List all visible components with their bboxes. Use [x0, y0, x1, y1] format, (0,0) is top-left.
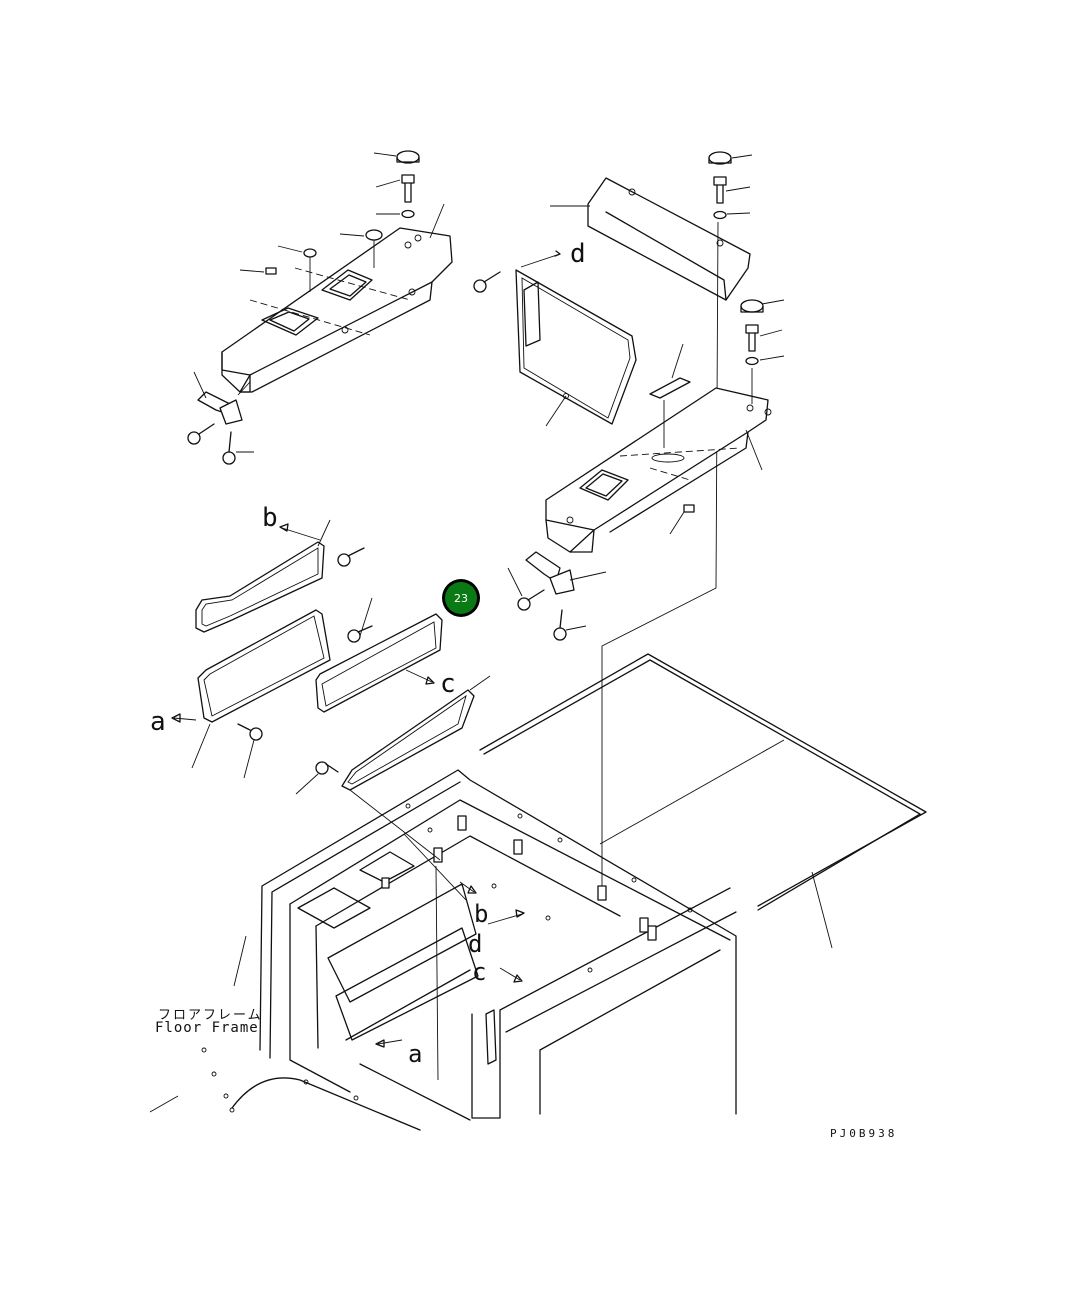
cover-b [195, 519, 365, 633]
callout-23-badge [445, 582, 477, 614]
ref-letter-a: a [150, 707, 166, 737]
ref-letter-d: d [570, 239, 586, 269]
callout-23-number: 23 [454, 592, 468, 605]
ref-letter-b-frame: b [474, 900, 488, 928]
cover-a [191, 609, 331, 779]
drawing-code: PJ0B938 [830, 1127, 898, 1140]
ref-letter-c: c [440, 669, 456, 699]
left-console-cover [187, 150, 453, 465]
ref-letter-d-frame: d [468, 930, 482, 958]
ref-letter-b: b [262, 503, 278, 533]
right-console-cover [507, 299, 785, 641]
gasket-c [295, 675, 491, 795]
part-23-seal [315, 597, 443, 713]
ref-letter-c-frame: c [472, 958, 486, 986]
floor-frame [149, 769, 737, 1131]
floor-frame-label-ja: フロアフレーム [158, 1008, 263, 1023]
rear-cover-panel [473, 250, 637, 427]
floor-frame-label-en: Floor Frame [155, 1020, 259, 1036]
floor-mat [479, 653, 927, 949]
ref-letter-a-frame: a [408, 1040, 422, 1068]
right-top-shield [550, 151, 753, 890]
reference-arrows [171, 523, 525, 1048]
callout-23[interactable]: 23 [442, 579, 480, 617]
